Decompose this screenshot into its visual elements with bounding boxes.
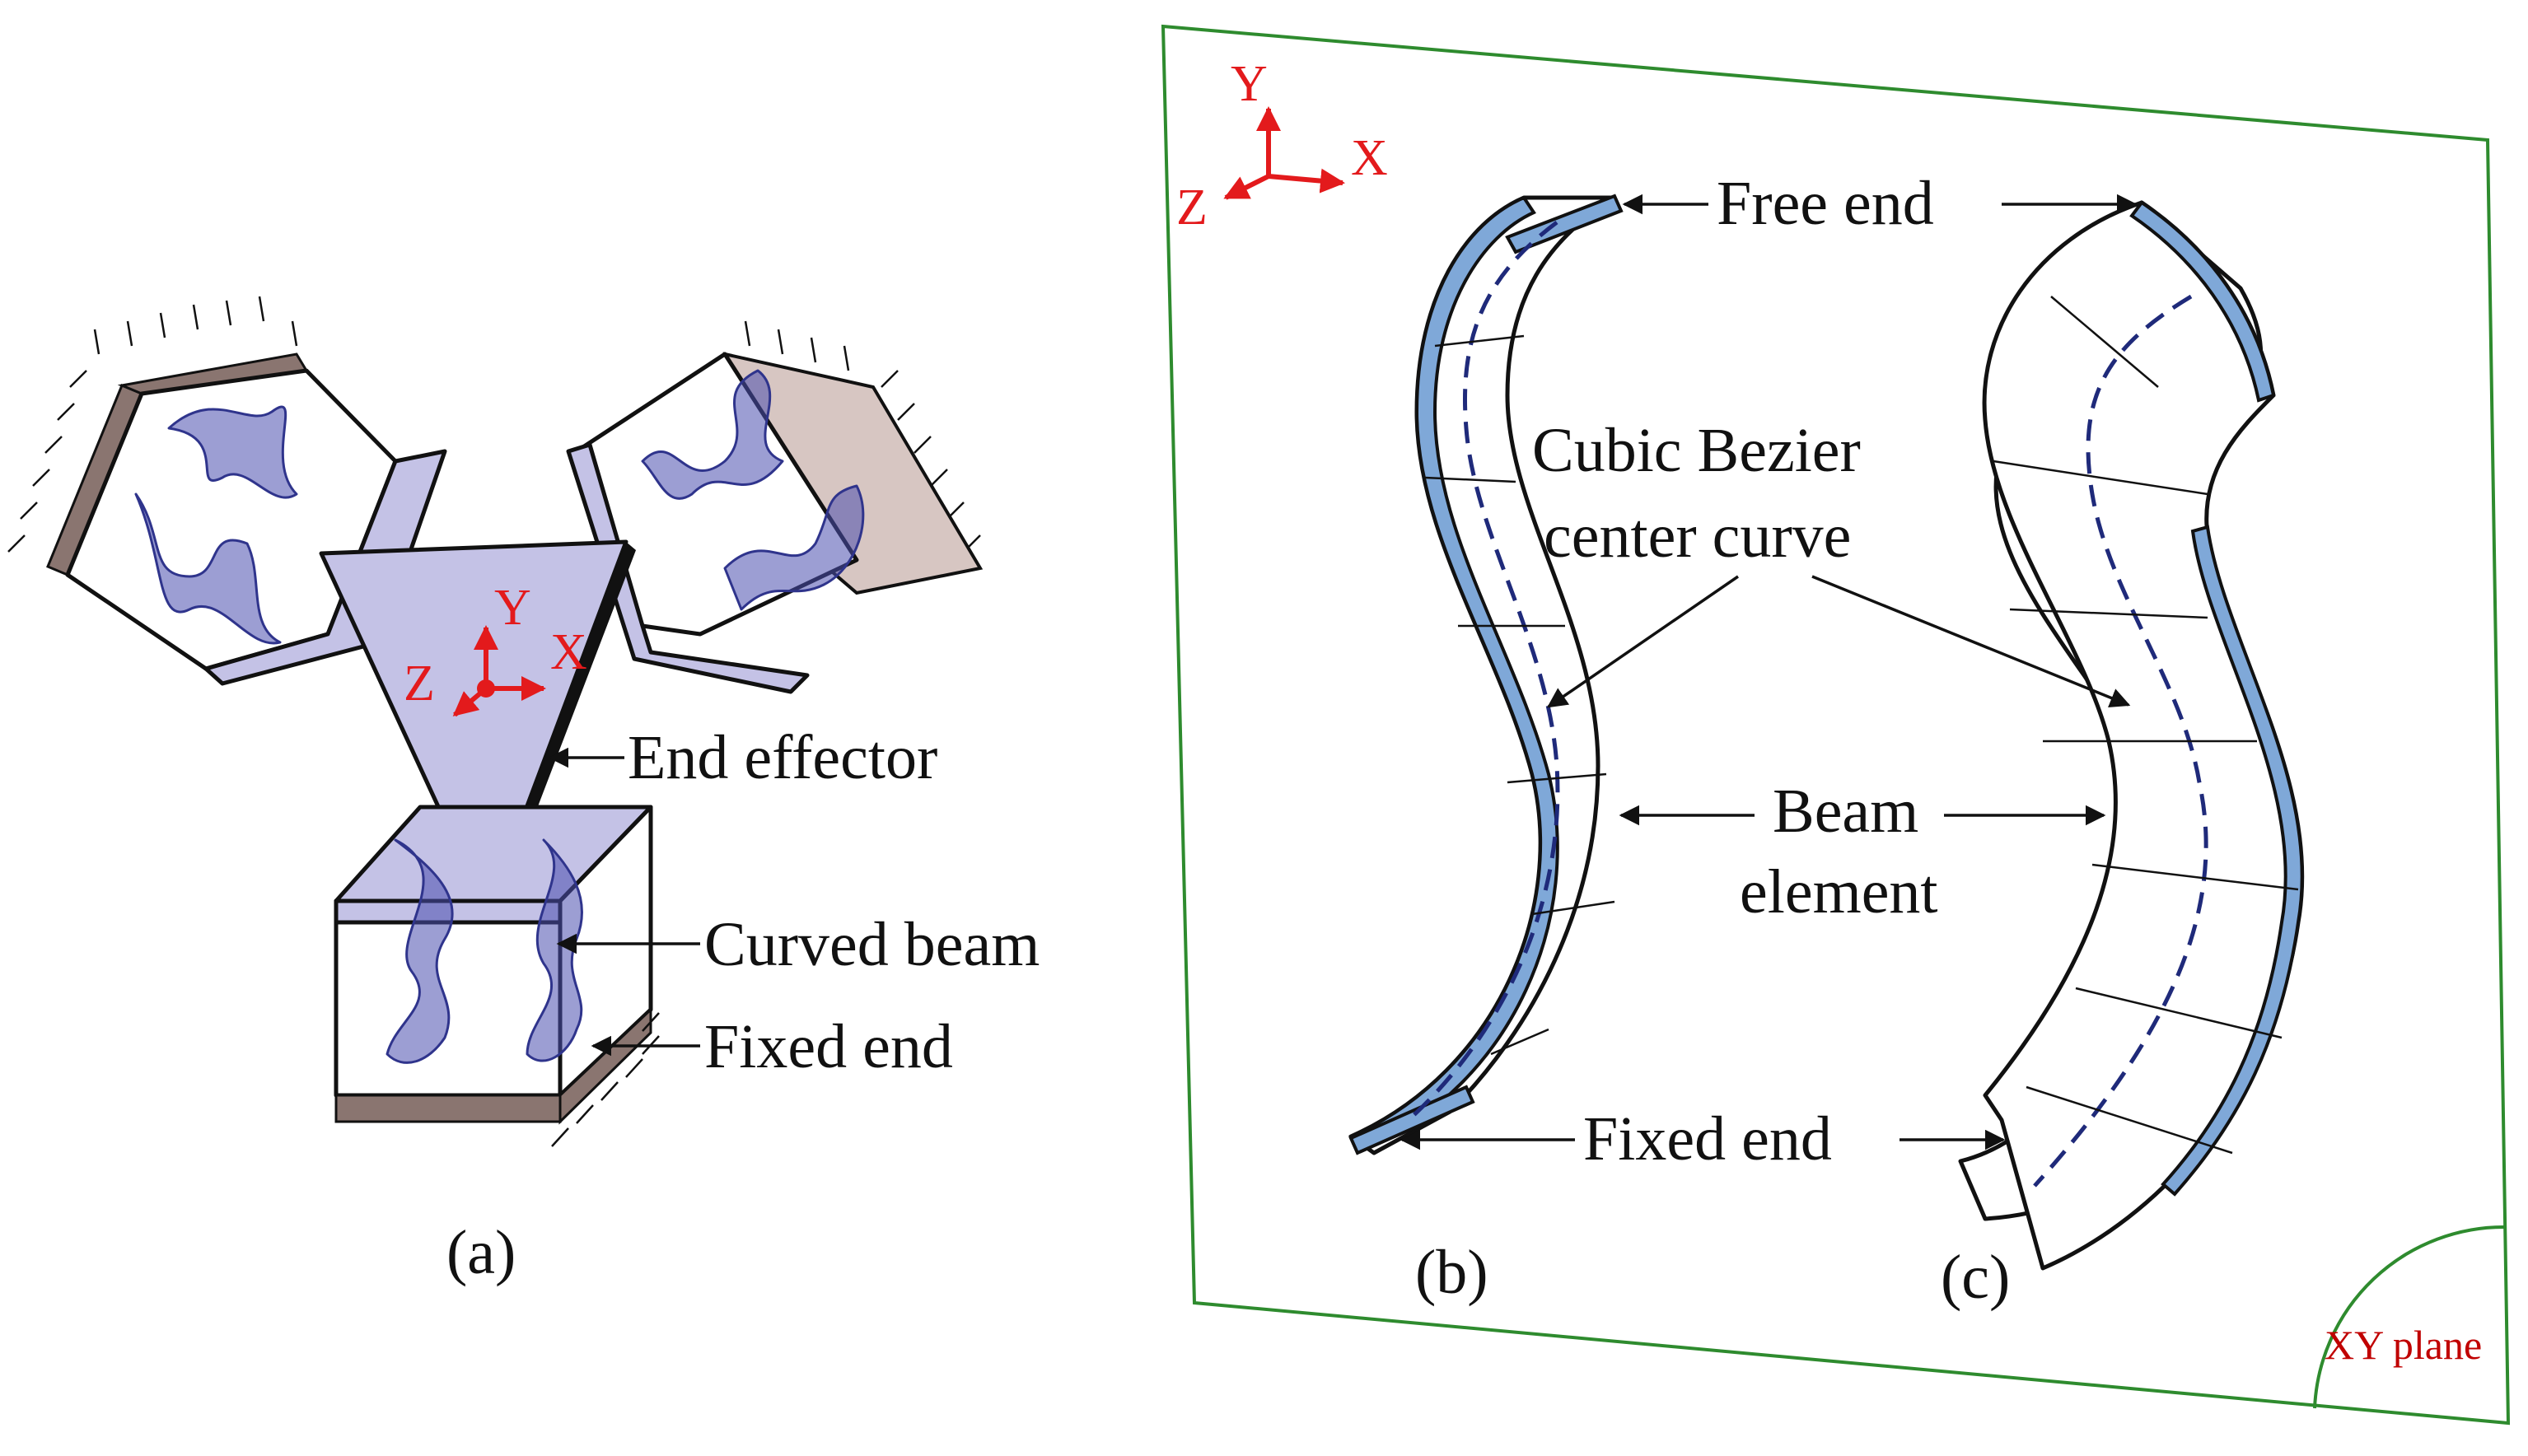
right-module bbox=[566, 320, 984, 694]
curved-beam-label: Curved beam bbox=[704, 910, 1040, 979]
right-curved-beam-1 bbox=[641, 369, 784, 500]
beam-c-element-lines bbox=[1993, 296, 2299, 1155]
xy-plane-corner-arc bbox=[2313, 1225, 2507, 1409]
bezier-arrow-b bbox=[1546, 575, 1739, 708]
right-cube-moving-plate bbox=[566, 442, 810, 694]
beam-b-free-tip bbox=[1505, 194, 1624, 254]
axis-y-a: Y bbox=[494, 580, 531, 636]
global-axes: Y X Z bbox=[1176, 56, 1388, 236]
axis-z-a: Z bbox=[404, 656, 435, 712]
beam-c-center-curve bbox=[2033, 294, 2208, 1188]
bottom-module bbox=[334, 805, 660, 1147]
free-end-label: Free end bbox=[1717, 169, 1934, 238]
axis-y-global: Y bbox=[1231, 56, 1268, 112]
panel-b-beam: (b) bbox=[1348, 194, 1624, 1307]
fixed-end-bc-label: Fixed end bbox=[1583, 1104, 1832, 1174]
end-effector-side bbox=[511, 542, 636, 852]
left-curved-beam-2 bbox=[134, 492, 282, 645]
end-effector-axes: Y X Z bbox=[404, 580, 587, 717]
beam-c-main bbox=[1982, 200, 2305, 1271]
left-curved-beam-1 bbox=[167, 405, 298, 499]
beam-b-fixed-tip bbox=[1348, 1085, 1475, 1155]
beam-c-blue-edge bbox=[2129, 200, 2276, 403]
beam-element-line2: element bbox=[1740, 857, 1938, 926]
bottom-curved-beam-2 bbox=[526, 838, 583, 1062]
bezier-arrow-c bbox=[1811, 575, 2131, 708]
axis-x-global: X bbox=[1351, 130, 1388, 186]
bottom-fixed-plate-side bbox=[558, 1006, 652, 1125]
axis-x-a: X bbox=[550, 624, 587, 680]
xy-plane-border bbox=[1161, 24, 2511, 1426]
fixed-end-a-label: Fixed end bbox=[704, 1012, 953, 1081]
beam-b-center-curve bbox=[1407, 221, 1560, 1122]
panel-c-beam: (c) bbox=[1941, 200, 2305, 1312]
bottom-curved-beam-1 bbox=[386, 838, 454, 1064]
panel-b-caption: (b) bbox=[1415, 1238, 1488, 1307]
left-module bbox=[7, 296, 447, 686]
beam-b-element-lines bbox=[1424, 334, 1615, 1056]
bottom-fixed-plate bbox=[334, 1094, 562, 1123]
right-curved-beam-2 bbox=[723, 484, 865, 611]
panel-c-caption: (c) bbox=[1941, 1243, 2010, 1312]
left-ground-hatch bbox=[7, 296, 298, 553]
panel-a-caption: (a) bbox=[446, 1218, 516, 1287]
left-cube-moving-plate bbox=[203, 449, 447, 686]
panel-a-mechanism: Y X Z End effector Curved beam Fixed bbox=[7, 296, 1040, 1287]
beam-c-blue-edge-lower bbox=[2161, 525, 2304, 1197]
xy-plane-label: XY plane bbox=[2325, 1322, 2482, 1368]
end-effector-label: End effector bbox=[628, 723, 937, 792]
bezier-label-line1: Cubic Bezier bbox=[1532, 416, 1861, 485]
bezier-label-line2: center curve bbox=[1544, 502, 1851, 571]
axis-z-global: Z bbox=[1176, 180, 1208, 236]
xy-plane: XY plane Y X Z (b) bbox=[1161, 24, 2511, 1426]
beam-element-line1: Beam bbox=[1773, 777, 1918, 846]
